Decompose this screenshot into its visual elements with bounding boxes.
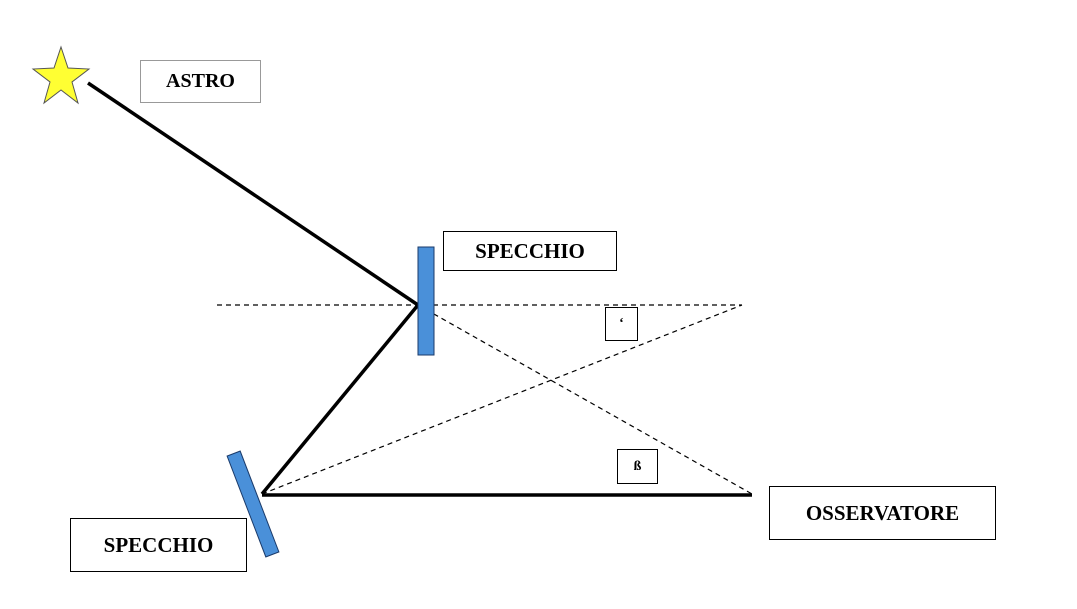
ray-star-to-mirror	[87, 81, 419, 307]
ray-mirror-to-mirror	[260, 303, 420, 496]
angle-beta-label: ß	[617, 449, 658, 484]
mirror-top-label: SPECCHIO	[443, 231, 617, 271]
star-icon	[31, 45, 91, 105]
mirror-bottom	[226, 450, 280, 558]
astro-label: ASTRO	[140, 60, 261, 103]
mirror-top	[417, 246, 435, 356]
dashed-line-bottom-mirror-up	[261, 304, 743, 495]
dashed-line-mirror-to-observer	[417, 304, 753, 495]
mirror-bottom-label: SPECCHIO	[70, 518, 247, 572]
observer-label: OSSERVATORE	[769, 486, 996, 540]
angle-alpha-label: ʻ	[605, 307, 638, 341]
